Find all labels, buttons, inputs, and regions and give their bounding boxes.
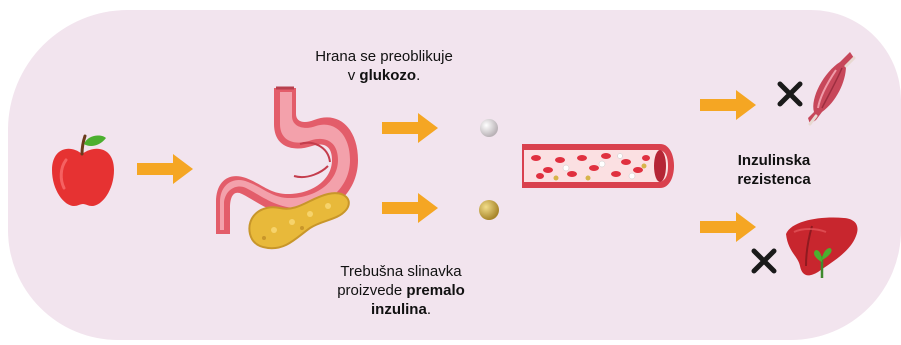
- caption-bold: premalo: [406, 282, 464, 299]
- arrow-icon: [382, 193, 438, 223]
- apple-icon: [48, 130, 118, 210]
- cross-icon: [777, 81, 803, 107]
- caption-text: v: [348, 67, 360, 84]
- arrow-icon: [382, 113, 438, 143]
- cross-icon: [751, 248, 777, 274]
- caption-line: rezistenca: [737, 171, 810, 188]
- caption-line: Hrana se preoblikuje: [315, 48, 453, 65]
- pancreas-caption: Trebušna slinavka proizvede premalo inzu…: [303, 262, 499, 319]
- glucose-icon: [478, 117, 500, 139]
- caption-text: .: [427, 301, 431, 318]
- arrow-icon: [137, 154, 193, 184]
- arrow-icon: [700, 212, 756, 242]
- caption-text: proizvede: [337, 282, 406, 299]
- insulin-resistance-label: Inzulinska rezistenca: [724, 151, 824, 189]
- blood-vessel-icon: [520, 140, 676, 192]
- caption-line: Inzulinska: [738, 152, 811, 169]
- liver-icon: [782, 212, 860, 278]
- caption-line: Trebušna slinavka: [340, 263, 461, 280]
- caption-bold: inzulina: [371, 301, 427, 318]
- caption-text: .: [416, 67, 420, 84]
- caption-bold: glukozo: [359, 67, 416, 84]
- pancreas-icon: [246, 186, 354, 252]
- arrow-icon: [700, 90, 756, 120]
- insulin-icon: [477, 198, 501, 222]
- muscle-icon: [806, 50, 856, 126]
- food-to-glucose-caption: Hrana se preoblikuje v glukozo.: [292, 47, 476, 85]
